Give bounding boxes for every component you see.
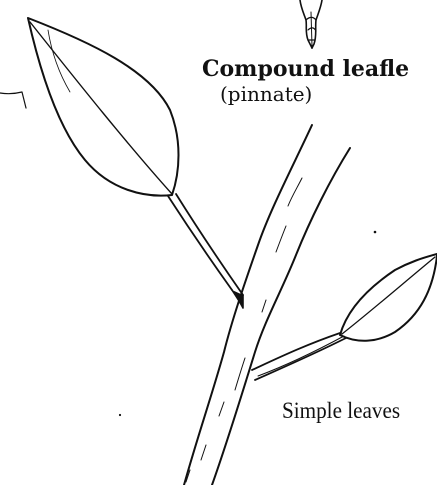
dot-mark <box>119 414 121 416</box>
large-leaf-petiole <box>168 194 243 295</box>
stray-mark <box>0 92 26 108</box>
compound-leaf-fragment <box>300 0 322 48</box>
pinnate-label: (pinnate) <box>220 84 312 104</box>
compound-leaflet-label: Compound leafle <box>202 58 409 80</box>
small-leaf-petiole <box>252 333 346 380</box>
dot-mark <box>374 231 377 234</box>
simple-leaves-label: Simple leaves <box>282 399 400 422</box>
small-leaf <box>340 254 437 341</box>
large-leaf <box>28 18 179 196</box>
main-stem <box>184 125 350 485</box>
